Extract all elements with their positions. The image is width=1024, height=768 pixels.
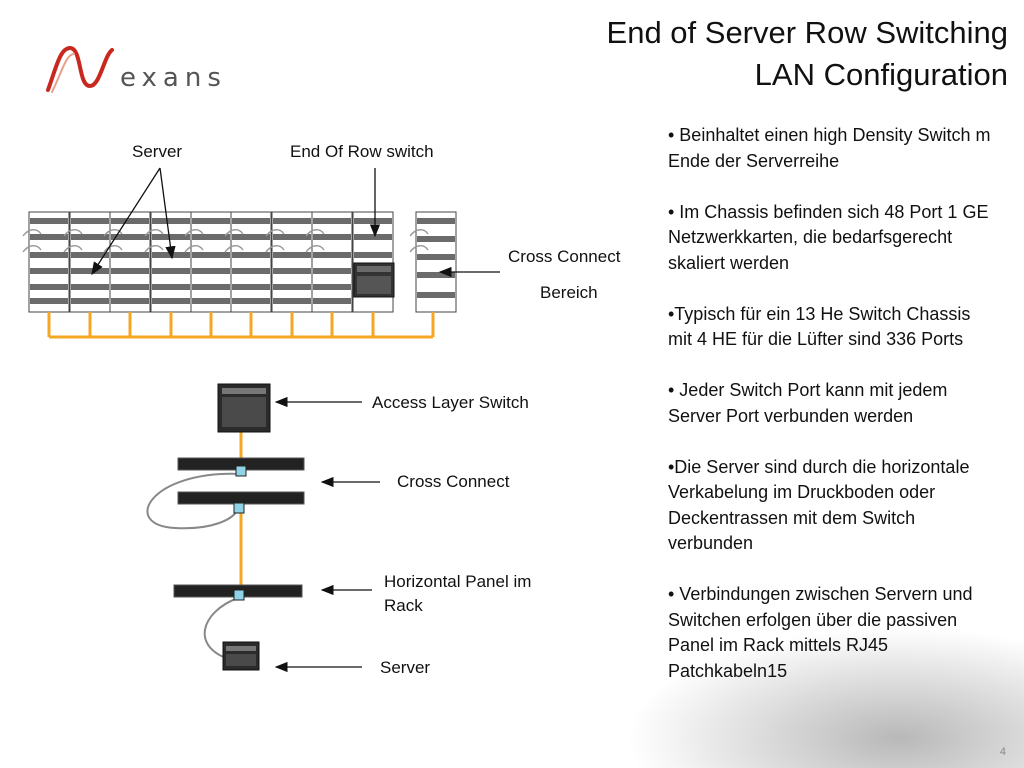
label-horizontal-panel-1: Horizontal Panel im (384, 572, 532, 591)
bullet-item: • Beinhaltet einen high Density Switch m… (668, 125, 991, 171)
top-arrows (91, 167, 500, 278)
label-access-layer-switch: Access Layer Switch (372, 393, 529, 412)
horizontal-panel-icon (173, 584, 303, 601)
cable-bus (47, 312, 435, 339)
label-cross-connect: Cross Connect (397, 472, 510, 491)
bullet-item: •Die Server sind durch die horizontale V… (668, 456, 970, 554)
title-line-2: LAN Configuration (754, 57, 1008, 92)
server-rack (224, 211, 272, 313)
server-rack (103, 211, 151, 313)
end-of-row-switch-icon (353, 262, 395, 298)
bullet-item: • Im Chassis befinden sich 48 Port 1 GE … (668, 201, 989, 273)
server-rack (22, 211, 70, 313)
nexans-logo: exans (46, 45, 227, 93)
server-rack (144, 211, 192, 313)
page-number: 4 (999, 746, 1006, 758)
server-device-icon (222, 641, 260, 671)
bullet-item: • Jeder Switch Port kann mit jedem Serve… (668, 380, 948, 426)
bullet-item: •Typisch für ein 13 He Switch Chassis mi… (668, 303, 971, 350)
corner-shadow (604, 618, 1024, 768)
server-rack (305, 211, 353, 313)
slide-title: End of Server Row Switching LAN Configur… (607, 12, 1008, 96)
label-cross-connect-bereich-2: Bereich (540, 283, 598, 302)
server-rack (63, 211, 111, 313)
label-cross-connect-bereich-1: Cross Connect (508, 247, 621, 266)
stack-arrows (274, 396, 380, 673)
server-rack (265, 211, 313, 313)
patch-cables (146, 472, 242, 661)
title-line-1: End of Server Row Switching (606, 15, 1008, 50)
label-server-bottom: Server (380, 658, 431, 677)
cross-connect-panel-bottom-icon (177, 491, 305, 514)
label-end-of-row-switch: End Of Row switch (290, 142, 434, 161)
label-server-top: Server (132, 142, 183, 161)
cross-connect-panel-top-icon (177, 457, 305, 477)
access-layer-switch-icon (217, 383, 271, 433)
server-rack (184, 211, 232, 313)
bullet-list: • Beinhaltet einen high Density Switch m… (668, 123, 998, 710)
label-horizontal-panel-2: Rack (384, 596, 423, 615)
bullet-item: • Verbindungen zwischen Servern und Swit… (668, 584, 973, 681)
network-diagram (22, 167, 500, 673)
cross-connect-rack (409, 211, 457, 313)
logo-wordmark: exans (120, 63, 227, 93)
